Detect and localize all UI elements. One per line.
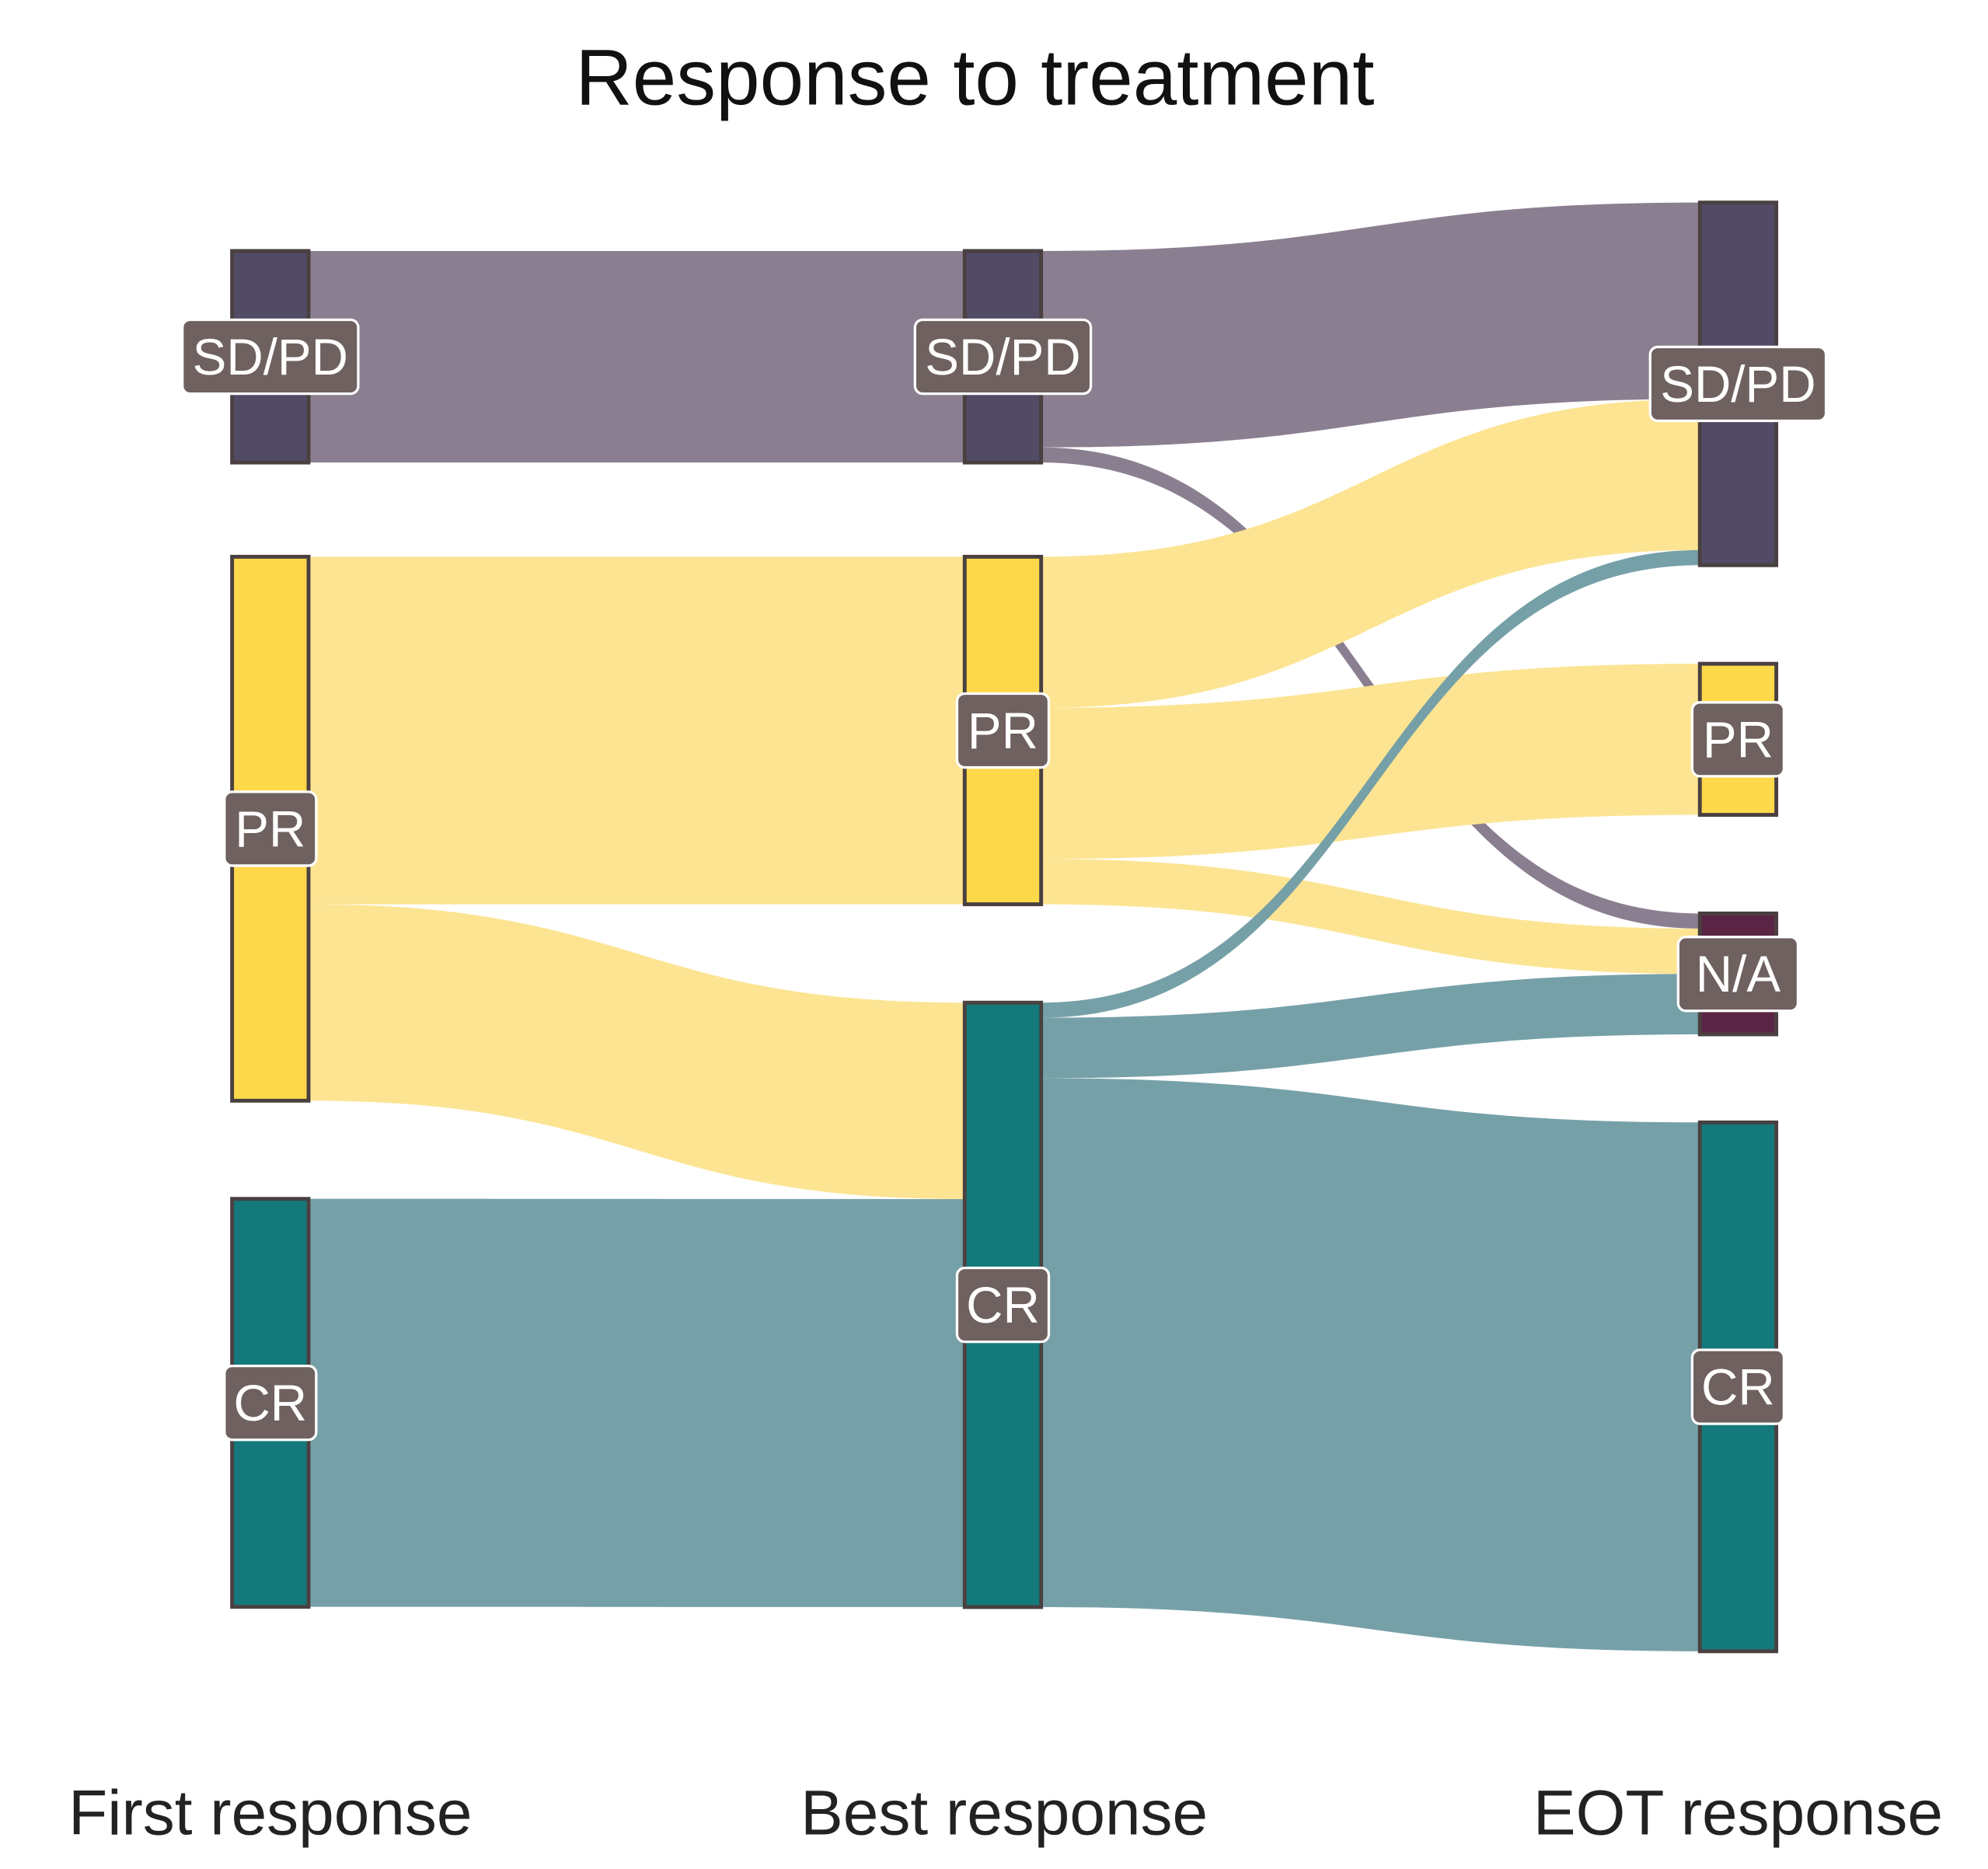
links-layer (309, 202, 1700, 1651)
flow-link (1041, 549, 1700, 1018)
node-label-box (223, 1364, 318, 1442)
flow-link (1041, 859, 1700, 975)
flow-link (309, 556, 965, 905)
node-label-box (1648, 345, 1828, 423)
node-label-box (1690, 1348, 1786, 1425)
node-label: CR (966, 1277, 1040, 1334)
node-label-box (955, 1266, 1051, 1344)
flow-link (1041, 399, 1700, 708)
stage-label-first: First response (68, 1778, 472, 1849)
node-label-box (181, 318, 360, 396)
flow-link (309, 250, 965, 463)
flow-link (309, 1198, 965, 1607)
flow-link (1041, 202, 1700, 448)
node-label-box (913, 318, 1093, 396)
node-label: PR (1703, 711, 1774, 768)
flow-link (1041, 974, 1700, 1079)
node-label: N/A (1696, 946, 1781, 1002)
flow-link (1041, 1078, 1700, 1651)
node-label: SD/PD (1660, 356, 1815, 413)
labels-layer: SD/PD PR CR SD/PD PR CR SD/PD PR N/A CR (181, 318, 1828, 1442)
chart-title: Response to treatment (575, 33, 1374, 121)
node-label: CR (1701, 1359, 1775, 1416)
flow-link (309, 904, 965, 1199)
node-label-box (1676, 936, 1800, 1013)
node-label: CR (233, 1375, 307, 1431)
stage-label-eot: EOT response (1533, 1778, 1943, 1849)
node-label: SD/PD (193, 329, 348, 385)
node-label-box (223, 790, 318, 867)
node-label: PR (235, 800, 305, 857)
node-label: SD/PD (925, 329, 1080, 385)
node-label-box (1690, 701, 1786, 778)
node-label-box (955, 692, 1051, 769)
node-label: PR (968, 703, 1038, 759)
flow-link (1041, 664, 1700, 860)
stage-label-best: Best response (800, 1778, 1208, 1849)
